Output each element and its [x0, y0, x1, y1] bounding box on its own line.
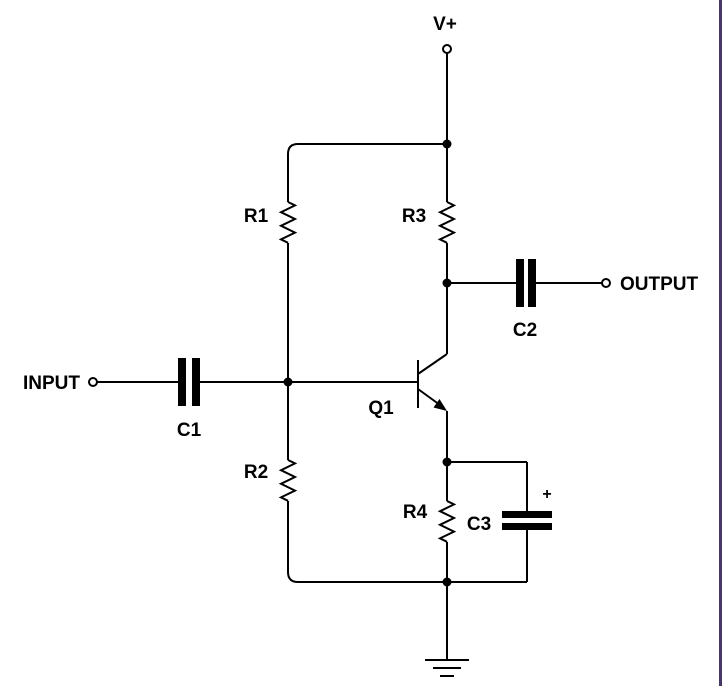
- output-label: OUTPUT: [620, 274, 699, 295]
- q1-label: Q1: [368, 398, 394, 419]
- c1-right-plate: [192, 358, 200, 406]
- capacitor-c3: + C3: [447, 461, 552, 582]
- r4-zigzag: [437, 500, 457, 543]
- transistor-q1: Q1: [368, 283, 448, 462]
- r3-zigzag: [437, 201, 457, 244]
- bottom-rail-corner: [287, 571, 299, 583]
- resistor-r1: R1: [244, 154, 298, 382]
- r2-zigzag: [278, 459, 298, 502]
- q1-emitter-arrow: [433, 399, 447, 411]
- input-terminal-circle: [88, 377, 98, 387]
- c2-label: C2: [513, 320, 537, 341]
- ground-branch: [298, 577, 527, 677]
- top-rail-corner: [287, 143, 299, 155]
- q1-emitter-diagonal: [417, 388, 441, 406]
- power-terminal-circle: [442, 44, 452, 54]
- r1-label: R1: [244, 206, 269, 227]
- c3-label: C3: [467, 514, 491, 535]
- resistor-r2: R2: [244, 382, 299, 583]
- input-label: INPUT: [23, 373, 80, 394]
- c3-bottom-plate: [502, 523, 552, 530]
- output-terminal-circle: [601, 278, 611, 288]
- power-branch: V+: [287, 14, 457, 155]
- power-label: V+: [433, 14, 457, 35]
- input-branch: INPUT C1: [23, 358, 417, 441]
- c3-top-plate: [502, 511, 552, 518]
- ground-symbol: [425, 659, 469, 677]
- resistor-r3: R3: [402, 144, 457, 283]
- output-branch: C2 OUTPUT: [442, 259, 699, 341]
- c2-left-plate: [516, 259, 524, 307]
- c2-right-plate: [528, 259, 536, 307]
- c3-polarity-mark: +: [542, 486, 551, 503]
- c1-left-plate: [178, 358, 186, 406]
- resistor-r4: R4: [403, 457, 457, 582]
- r1-zigzag: [278, 201, 298, 244]
- r4-label: R4: [403, 502, 428, 523]
- r3-label: R3: [402, 206, 426, 227]
- r2-label: R2: [244, 462, 268, 483]
- page-right-border: [719, 0, 722, 686]
- c1-label: C1: [177, 420, 202, 441]
- q1-collector-diagonal: [417, 353, 448, 375]
